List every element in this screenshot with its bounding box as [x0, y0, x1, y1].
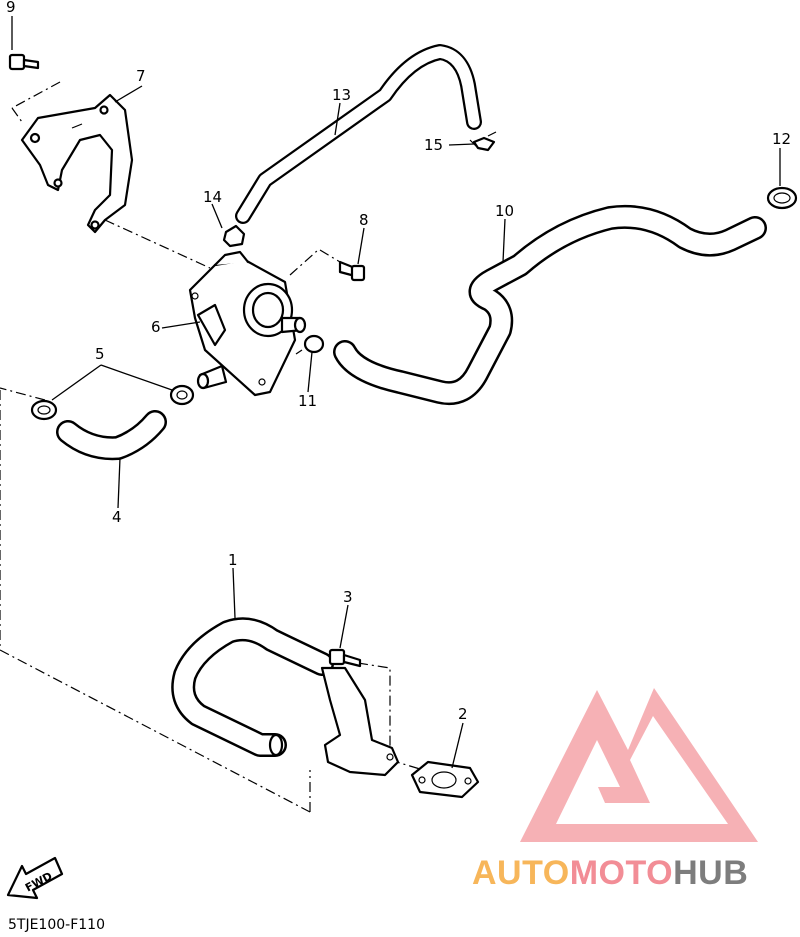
clamp-5-right	[169, 384, 195, 406]
bolt-9	[8, 53, 40, 71]
callout-13: 13	[332, 86, 352, 104]
callout-11: 11	[298, 392, 318, 410]
callout-6: 6	[151, 318, 161, 336]
bolt-3	[328, 648, 362, 668]
leader-lines	[11, 16, 781, 769]
fwd-arrow-icon: FWD	[6, 856, 64, 900]
bracket-7	[20, 93, 134, 234]
watermark-auto: AUTO	[472, 854, 570, 892]
clip-15	[472, 131, 497, 152]
bolt-8	[338, 260, 366, 282]
callout-9: 9	[6, 0, 16, 16]
diagram-code: 5TJE100-F110	[8, 917, 105, 933]
watermark-moto: MOTO	[569, 854, 674, 892]
pipe-bracket	[320, 666, 400, 777]
watermark-logo	[520, 688, 758, 842]
clip-11	[295, 334, 325, 355]
hose-13	[235, 44, 482, 224]
callout-1: 1	[228, 551, 238, 569]
callout-14: 14	[203, 188, 223, 206]
watermark-hub: HUB	[673, 854, 749, 892]
callout-5: 5	[95, 345, 105, 363]
clamp-12	[766, 186, 798, 210]
callout-7: 7	[136, 67, 146, 85]
watermark-text: AUTOMOTOHUB	[472, 856, 748, 890]
callout-10: 10	[495, 202, 515, 220]
callout-3: 3	[343, 588, 353, 606]
callout-12: 12	[772, 130, 792, 148]
pipe-1	[171, 617, 334, 757]
gasket-2	[410, 760, 480, 799]
callout-4: 4	[112, 508, 122, 526]
callout-2: 2	[458, 705, 468, 723]
callout-8: 8	[359, 211, 369, 229]
cap-14	[222, 224, 246, 248]
callout-15: 15	[424, 136, 444, 154]
hose-10	[333, 204, 767, 405]
clamp-5-left	[30, 399, 58, 421]
hose-4	[56, 410, 167, 461]
valve-6	[188, 250, 307, 397]
